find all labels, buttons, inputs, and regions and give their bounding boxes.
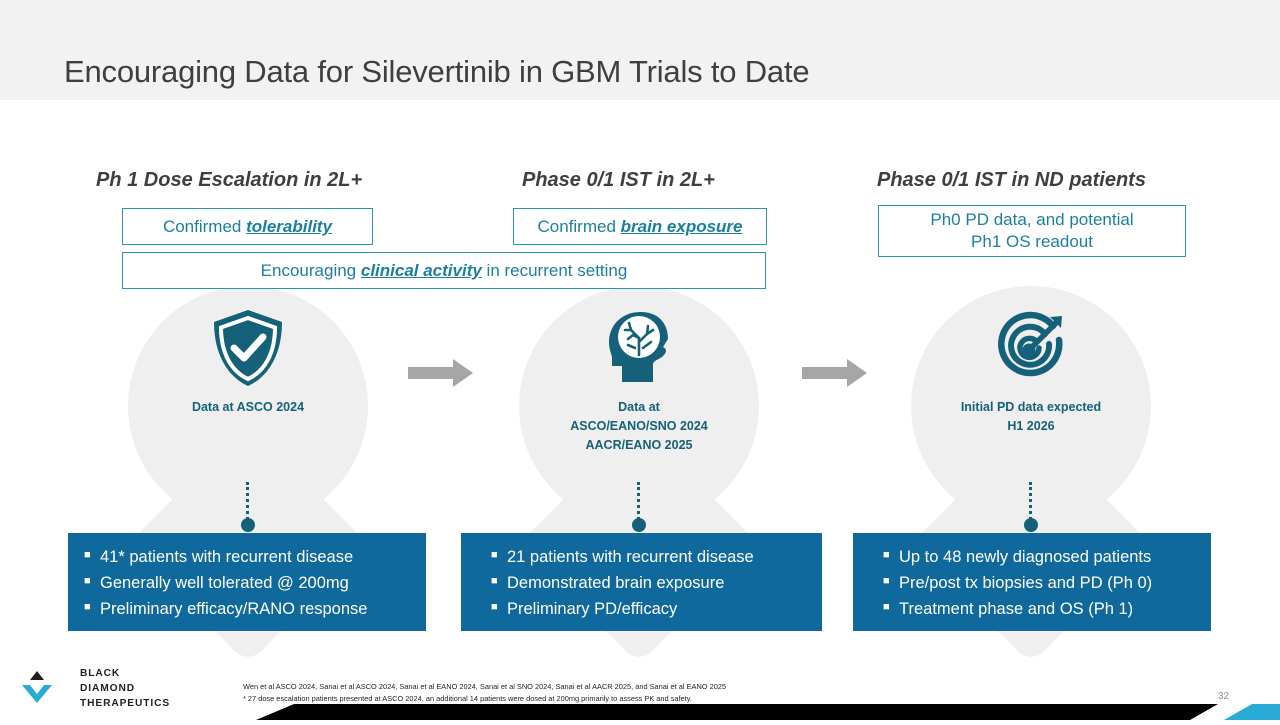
list-item: ■Treatment phase and OS (Ph 1) — [869, 597, 1197, 622]
flow-arrow-icon — [408, 358, 474, 393]
head-brain-icon — [601, 308, 677, 388]
pin-content-phase01-2l: Data at ASCO/EANO/SNO 2024 AACR/EANO 202… — [519, 286, 759, 526]
pin-caption-phase01-2l: Data at ASCO/EANO/SNO 2024 AACR/EANO 202… — [570, 400, 708, 452]
callout-text: Encouraging clinical activity in recurre… — [260, 260, 628, 280]
pin-content-dose-escalation: Data at ASCO 2024 — [128, 286, 368, 526]
bullet-square-icon: ■ — [883, 601, 890, 614]
pin-connector-dot — [241, 518, 255, 532]
list-item: ■Pre/post tx biopsies and PD (Ph 0) — [869, 571, 1197, 596]
column-heading-phase01-2l: Phase 0/1 IST in 2L+ — [522, 169, 715, 191]
page-number: 32 — [1218, 691, 1230, 702]
bullet-box-phase01-nd: ■Up to 48 newly diagnosed patients ■Pre/… — [853, 533, 1211, 631]
column-heading-dose-escalation: Ph 1 Dose Escalation in 2L+ — [96, 169, 363, 191]
company-logo: BLACK DIAMOND THERAPEUTICS — [18, 666, 208, 710]
footnote-references: Wen et al ASCO 2024, Sanai et al ASCO 20… — [243, 682, 727, 691]
callout-text: Confirmed brain exposure — [537, 216, 743, 236]
bullet-square-icon: ■ — [491, 575, 498, 588]
list-item: ■Preliminary PD/efficacy — [477, 597, 808, 622]
logo-line-3: THERAPEUTICS — [80, 697, 171, 709]
logo-wordmark: BLACK DIAMOND THERAPEUTICS — [80, 667, 170, 711]
list-item: ■Generally well tolerated @ 200mg — [84, 571, 412, 596]
list-item: ■Demonstrated brain exposure — [477, 571, 808, 596]
callout-emphasis: clinical activity — [360, 260, 482, 280]
logo-line-1: BLACK — [80, 668, 121, 679]
footnotes: Wen et al ASCO 2024, Sanai et al ASCO 20… — [243, 681, 726, 705]
bullet-square-icon: ■ — [84, 549, 91, 561]
bullet-square-icon: ■ — [883, 575, 890, 588]
pin-connector-dot — [632, 518, 646, 532]
pin-caption-dose-escalation: Data at ASCO 2024 — [191, 400, 305, 414]
bullet-square-icon: ■ — [883, 549, 890, 561]
bullet-box-dose-escalation: ■41* patients with recurrent disease ■Ge… — [68, 533, 426, 631]
callout-text: Confirmed tolerability — [162, 216, 333, 236]
flow-arrow-icon — [802, 358, 868, 393]
shield-check-icon — [210, 308, 286, 388]
callout-encouraging-clinical-activity: Encouraging clinical activity in recurre… — [122, 252, 766, 289]
list-item: ■41* patients with recurrent disease — [84, 545, 412, 570]
callout-confirmed-tolerability: Confirmed tolerability — [122, 208, 373, 245]
footnote-asterisk: * 27 dose escalation patients presented … — [243, 693, 692, 703]
diamond-logo-icon — [22, 671, 52, 703]
bullet-box-phase01-2l: ■21 patients with recurrent disease ■Dem… — [461, 533, 822, 631]
logo-line-2: DIAMOND — [80, 682, 135, 694]
callout-emphasis: tolerability — [246, 216, 333, 236]
callout-confirmed-brain-exposure: Confirmed brain exposure — [513, 208, 767, 245]
pin-connector-line — [246, 482, 252, 520]
bullet-square-icon: ■ — [491, 549, 498, 561]
bullet-square-icon: ■ — [84, 575, 91, 588]
header-band — [0, 0, 1280, 100]
pin-content-phase01-nd: Initial PD data expected H1 2026 — [911, 286, 1151, 526]
list-item: ■Up to 48 newly diagnosed patients — [869, 545, 1197, 570]
bullet-square-icon: ■ — [491, 601, 498, 614]
column-heading-phase01-nd: Phase 0/1 IST in ND patients — [877, 169, 1146, 191]
pin-connector-dot — [1024, 518, 1038, 532]
bullet-square-icon: ■ — [84, 601, 91, 614]
pin-connector-line — [637, 482, 643, 520]
page-title: Encouraging Data for Silevertinib in GBM… — [64, 54, 810, 89]
target-arrow-icon — [991, 308, 1071, 388]
list-item: ■21 patients with recurrent disease — [477, 545, 808, 570]
corner-decoration — [0, 696, 1280, 720]
list-item: ■Preliminary efficacy/RANO response — [84, 597, 412, 622]
pin-caption-phase01-nd: Initial PD data expected H1 2026 — [960, 400, 1102, 433]
pin-connector-line — [1029, 482, 1035, 520]
callout-emphasis: brain exposure — [620, 216, 743, 236]
